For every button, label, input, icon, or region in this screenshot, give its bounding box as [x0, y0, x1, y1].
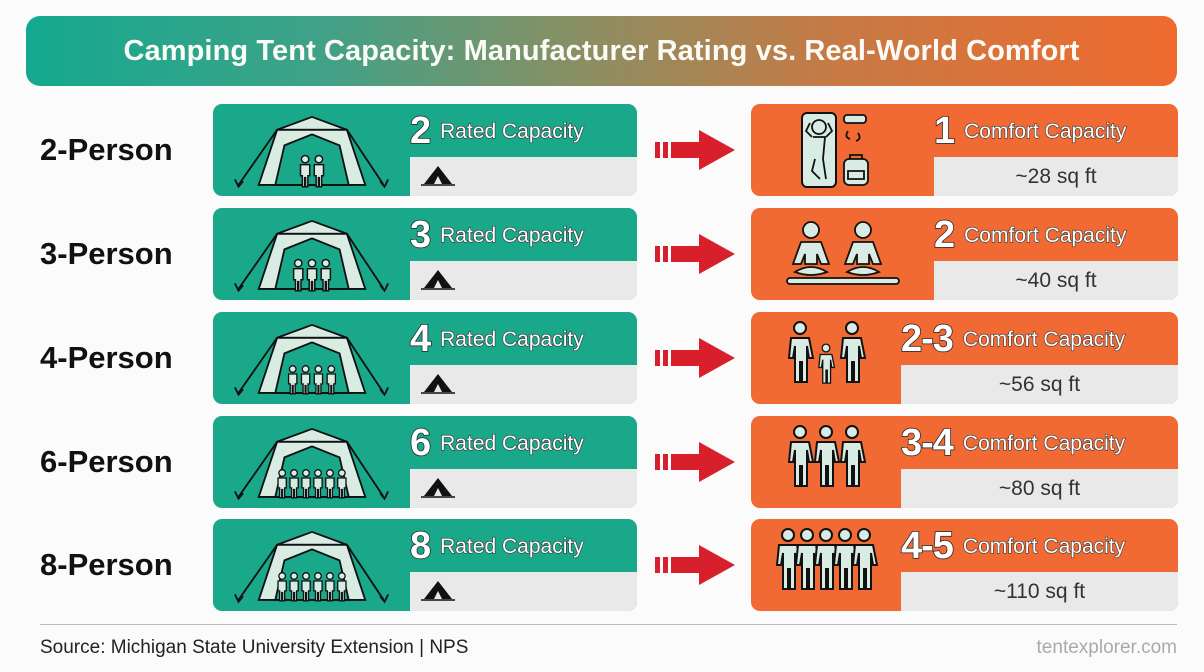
- comfort-capacity-header: 3-4 Comfort Capacity: [900, 416, 1178, 471]
- rated-capacity-label: Rated Capacity: [440, 119, 585, 143]
- floor-area-value: ~56 sq ft: [998, 372, 1081, 396]
- comfort-capacity-value: 4-5: [900, 524, 954, 568]
- family-two-adults-child-icon: [751, 312, 901, 404]
- tent-2-people-icon: [213, 104, 410, 196]
- comfort-area-panel: ~56 sq ft: [901, 365, 1178, 404]
- tent-row: 3-Person 3 Rated Capacity: [0, 208, 1204, 300]
- small-tent-icon: [420, 577, 456, 606]
- comfort-capacity-value: 2: [933, 213, 956, 257]
- tent-row: 2-Person 2 Rated Capacity: [0, 104, 1204, 196]
- comfort-area-panel: ~28 sq ft: [934, 157, 1178, 196]
- rated-capacity-detail: [410, 469, 637, 508]
- comfort-capacity-value: 1: [933, 109, 956, 153]
- rated-capacity-card: 2 Rated Capacity: [213, 104, 637, 196]
- rated-capacity-value: 8: [409, 524, 432, 568]
- rated-capacity-value: 6: [409, 421, 432, 465]
- rated-capacity-header: 2 Rated Capacity: [409, 104, 637, 159]
- tent-3-people-icon: [213, 208, 410, 300]
- tent-row: 6-Person: [0, 416, 1204, 508]
- rated-capacity-label: Rated Capacity: [440, 534, 585, 558]
- rated-capacity-value: 3: [409, 213, 432, 257]
- tent-size-label: 6-Person: [40, 444, 173, 479]
- comfort-capacity-value: 3-4: [900, 421, 954, 465]
- source-note: Source: Michigan State University Extens…: [40, 637, 469, 658]
- title-banner: Camping Tent Capacity: Manufacturer Rati…: [26, 16, 1177, 86]
- rated-capacity-detail: [410, 261, 637, 300]
- tent-8-people-icon: [213, 519, 410, 611]
- tent-4-people-icon: [213, 312, 410, 404]
- rated-capacity-value: 4: [409, 317, 432, 361]
- comfort-capacity-label: Comfort Capacity: [962, 327, 1126, 351]
- comfort-capacity-card: 2 Comfort Capacity ~40 sq ft: [751, 208, 1178, 300]
- comfort-capacity-card: 1 Comfort Capacity ~28 sq ft: [751, 104, 1178, 196]
- rated-capacity-card: 8 Rated Capacity: [213, 519, 637, 611]
- floor-area-value: ~110 sq ft: [993, 579, 1086, 603]
- rated-capacity-header: 8 Rated Capacity: [409, 519, 637, 574]
- tent-size-label: 4-Person: [40, 340, 173, 375]
- footer-divider: [40, 624, 1177, 625]
- floor-area-value: ~40 sq ft: [1015, 268, 1097, 292]
- rated-capacity-value: 2: [409, 109, 432, 153]
- comfort-capacity-header: 2-3 Comfort Capacity: [900, 312, 1178, 367]
- floor-area-value: ~80 sq ft: [998, 476, 1081, 500]
- two-people-sitting-icon: [751, 208, 934, 300]
- arrow-right-icon: [655, 130, 735, 170]
- rated-capacity-detail: [410, 157, 637, 196]
- tent-row: 8-Person: [0, 519, 1204, 611]
- small-tent-icon: [420, 474, 456, 503]
- comfort-capacity-label: Comfort Capacity: [962, 431, 1126, 455]
- rated-capacity-detail: [410, 572, 637, 611]
- rated-capacity-label: Rated Capacity: [440, 223, 585, 247]
- arrow-right-icon: [655, 545, 735, 585]
- tent-6-people-icon: [213, 416, 410, 508]
- page-title: Camping Tent Capacity: Manufacturer Rati…: [123, 34, 1080, 67]
- comfort-capacity-header: 2 Comfort Capacity: [933, 208, 1178, 263]
- comfort-capacity-card: 3-4 Comfort Capacity ~80 sq ft: [751, 416, 1178, 508]
- small-tent-icon: [420, 370, 456, 399]
- rated-capacity-label: Rated Capacity: [440, 431, 585, 455]
- tent-size-label: 3-Person: [40, 236, 173, 271]
- comfort-capacity-card: 4-5 Comfort Capacity ~110 sq ft: [751, 519, 1178, 611]
- arrow-right-icon: [655, 338, 735, 378]
- arrow-right-icon: [655, 442, 735, 482]
- comfort-capacity-card: 2-3 Comfort Capacity ~56 sq ft: [751, 312, 1178, 404]
- rated-capacity-header: 6 Rated Capacity: [409, 416, 637, 471]
- comfort-area-panel: ~40 sq ft: [934, 261, 1178, 300]
- rated-capacity-card: 4 Rated Capacity: [213, 312, 637, 404]
- floor-area-value: ~28 sq ft: [1015, 164, 1097, 188]
- comfort-capacity-header: 4-5 Comfort Capacity: [900, 519, 1178, 574]
- tent-size-label: 2-Person: [40, 132, 173, 167]
- rated-capacity-header: 3 Rated Capacity: [409, 208, 637, 263]
- site-credit: tentexplorer.com: [1036, 637, 1177, 658]
- comfort-capacity-value: 2-3: [900, 317, 954, 361]
- tent-row: 4-Person 4 Rated C: [0, 312, 1204, 404]
- rated-capacity-card: 6 Rated Capacity: [213, 416, 637, 508]
- comfort-capacity-label: Comfort Capacity: [964, 223, 1127, 247]
- small-tent-icon: [420, 162, 456, 191]
- comfort-area-panel: ~80 sq ft: [901, 469, 1178, 508]
- rated-capacity-detail: [410, 365, 637, 404]
- rated-capacity-header: 4 Rated Capacity: [409, 312, 637, 367]
- sleeping-bag-backpack-icon: [751, 104, 934, 196]
- small-tent-icon: [420, 266, 456, 295]
- comfort-capacity-label: Comfort Capacity: [962, 534, 1126, 558]
- five-people-icon: [751, 519, 901, 611]
- three-people-icon: [751, 416, 901, 508]
- comfort-capacity-header: 1 Comfort Capacity: [933, 104, 1178, 159]
- rated-capacity-card: 3 Rated Capacity: [213, 208, 637, 300]
- tent-size-label: 8-Person: [40, 547, 173, 582]
- rated-capacity-label: Rated Capacity: [440, 327, 585, 351]
- comfort-area-panel: ~110 sq ft: [901, 572, 1178, 611]
- arrow-right-icon: [655, 234, 735, 274]
- comfort-capacity-label: Comfort Capacity: [964, 119, 1127, 143]
